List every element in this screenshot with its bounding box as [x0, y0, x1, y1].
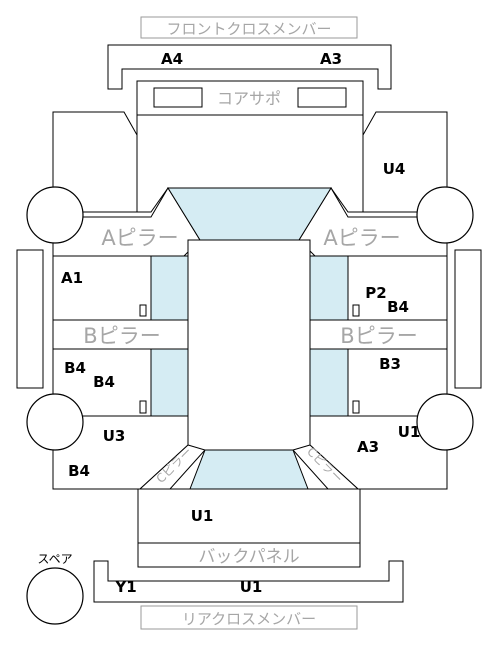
spare-tire[interactable] [26, 567, 84, 625]
code-right-rear-fender: A3 [357, 438, 379, 456]
right-headlight[interactable] [297, 87, 347, 108]
code-left-rear-fender-1: U3 [103, 427, 126, 445]
front-cross-member-label: フロントクロスメンバー [166, 20, 331, 38]
left-front-wheel[interactable] [26, 186, 84, 244]
right-rear-door-handle[interactable] [352, 400, 360, 414]
front-bumper[interactable] [107, 44, 392, 90]
code-front-right: A3 [320, 50, 342, 68]
right-rear-wheel[interactable] [416, 393, 474, 451]
code-rear-center: U1 [240, 578, 263, 596]
left-side-sill[interactable] [16, 249, 44, 389]
rear-bumper[interactable] [93, 560, 404, 603]
code-right-front-door-1: P2 [365, 284, 386, 302]
rear-cross-member-panel[interactable] [140, 605, 358, 630]
code-right-rear-wheel: U1 [398, 423, 421, 441]
right-front-window[interactable] [309, 255, 349, 321]
left-rear-door-handle[interactable] [139, 400, 147, 414]
roof-panel[interactable] [187, 239, 311, 451]
left-front-door[interactable] [52, 255, 152, 321]
left-front-window[interactable] [150, 255, 189, 321]
rear-cross-member-label: リアクロスメンバー [182, 610, 316, 628]
code-trunk: U1 [191, 507, 214, 525]
right-front-wheel[interactable] [416, 186, 474, 244]
left-rear-window[interactable] [150, 348, 189, 417]
left-front-door-handle[interactable] [139, 304, 147, 317]
b-pillar-left-panel[interactable] [52, 319, 189, 350]
right-rear-window[interactable] [309, 348, 349, 417]
code-right-front-door-2: B4 [387, 298, 409, 316]
code-right-front-fender: U4 [383, 160, 406, 178]
code-left-rear-door-2: B4 [93, 373, 115, 391]
code-left-rear-fender-2: B4 [68, 462, 90, 480]
right-front-door-handle[interactable] [352, 304, 360, 317]
code-left-rear-door-1: B4 [64, 359, 86, 377]
back-panel-label: バックパネル [198, 547, 299, 567]
spare-label: スペア [37, 552, 72, 566]
a-pillar-left-label: Aピラー [101, 226, 178, 250]
code-rear-left: Y1 [114, 578, 136, 596]
right-side-sill[interactable] [454, 249, 482, 389]
front-cross-member-panel[interactable] [140, 16, 358, 39]
code-left-front-door: A1 [61, 269, 83, 287]
a-pillar-right-label: Aピラー [323, 226, 400, 250]
left-rear-wheel[interactable] [26, 393, 84, 451]
back-panel[interactable] [137, 542, 361, 568]
b-pillar-right-label: Bピラー [340, 324, 417, 348]
left-headlight[interactable] [153, 87, 203, 108]
code-front-left: A4 [161, 50, 183, 68]
b-pillar-right-panel[interactable] [309, 319, 448, 350]
b-pillar-left-label: Bピラー [83, 324, 160, 348]
rear-window[interactable] [189, 449, 309, 490]
right-front-fender[interactable] [362, 111, 448, 213]
trunk-lid[interactable] [137, 488, 361, 544]
code-right-rear-door: B3 [379, 355, 401, 373]
core-support-label: コアサポ [217, 89, 281, 108]
